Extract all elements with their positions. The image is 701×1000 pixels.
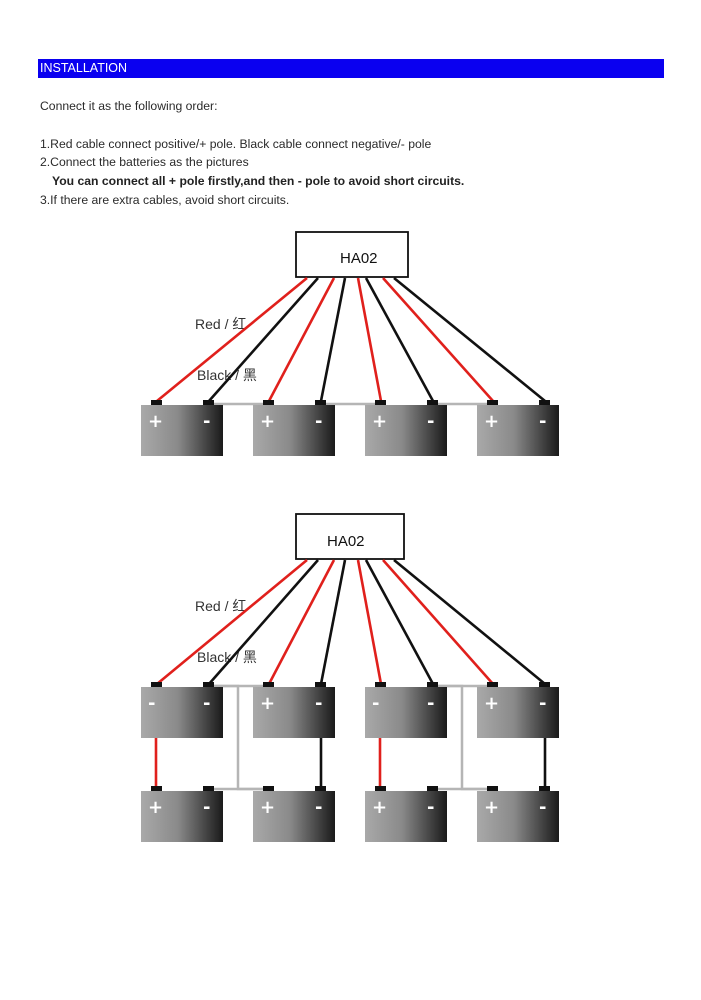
battery: +- — [253, 682, 335, 738]
black-cable — [208, 277, 319, 402]
red-cable — [267, 277, 336, 402]
svg-text:-: - — [315, 411, 322, 432]
red-cable — [156, 276, 308, 403]
red-cable-label-2: Red / 红 — [195, 598, 246, 614]
battery: +- — [477, 786, 559, 842]
battery: +- — [253, 786, 335, 842]
svg-text:-: - — [203, 693, 210, 714]
svg-text:-: - — [427, 411, 434, 432]
svg-text:+: + — [484, 693, 499, 714]
step-3: 3.If there are extra cables, avoid short… — [40, 193, 290, 207]
red-cable — [267, 559, 336, 685]
svg-text:-: - — [315, 693, 322, 714]
svg-text:-: - — [539, 411, 546, 432]
black-cable-label-2: Black / 黑 — [197, 649, 257, 665]
red-cable — [356, 277, 383, 402]
svg-text:+: + — [260, 693, 275, 714]
hub-box-1 — [295, 231, 409, 278]
svg-text:+: + — [260, 797, 275, 818]
battery: +- — [141, 400, 223, 456]
svg-text:+: + — [484, 797, 499, 818]
battery: -- — [141, 682, 223, 738]
black-cable — [208, 559, 319, 685]
diagram-2: HA02 Red / 红 Black / 黑 -- — [141, 513, 559, 842]
step-2-note: You can connect all + pole firstly,and t… — [52, 174, 465, 188]
svg-text:-: - — [427, 797, 434, 818]
svg-text:-: - — [372, 693, 379, 714]
intro-text: Connect it as the following order: — [40, 99, 218, 113]
svg-text:+: + — [148, 411, 163, 432]
svg-text:-: - — [203, 797, 210, 818]
red-cable — [382, 559, 494, 685]
step-2: 2.Connect the batteries as the pictures — [40, 155, 249, 169]
svg-text:+: + — [484, 411, 499, 432]
svg-text:-: - — [148, 693, 155, 714]
battery: +- — [365, 400, 447, 456]
black-cable — [393, 276, 546, 403]
svg-text:-: - — [427, 693, 434, 714]
black-cable — [319, 277, 347, 402]
svg-text:-: - — [539, 797, 546, 818]
battery: +- — [365, 786, 447, 842]
svg-text:+: + — [372, 797, 387, 818]
red-cable — [382, 277, 494, 402]
battery: +- — [253, 400, 335, 456]
battery: -- — [365, 682, 447, 738]
svg-text:-: - — [315, 797, 322, 818]
red-cable — [156, 558, 308, 686]
black-cable-label-1: Black / 黑 — [197, 367, 257, 383]
red-cable — [356, 559, 383, 685]
svg-text:-: - — [539, 693, 546, 714]
black-cable — [393, 558, 546, 686]
hub-box-2 — [295, 513, 405, 560]
hub-label-1: HA02 — [340, 250, 378, 267]
svg-text:+: + — [372, 411, 387, 432]
svg-text:-: - — [203, 411, 210, 432]
svg-text:+: + — [148, 797, 163, 818]
diagram-1: HA02 Red / 红 Black / 黑 +- +- +- — [141, 231, 559, 456]
red-cable-label-1: Red / 红 — [195, 316, 246, 332]
section-header: INSTALLATION — [38, 59, 664, 78]
battery: +- — [477, 400, 559, 456]
black-cable — [364, 559, 435, 685]
step-1: 1.Red cable connect positive/+ pole. Bla… — [40, 137, 432, 151]
battery: +- — [141, 786, 223, 842]
svg-text:+: + — [260, 411, 275, 432]
black-cable — [364, 277, 435, 402]
battery: +- — [477, 682, 559, 738]
black-cable — [319, 559, 347, 685]
section-title: INSTALLATION — [40, 61, 128, 75]
hub-label-2: HA02 — [327, 533, 365, 550]
